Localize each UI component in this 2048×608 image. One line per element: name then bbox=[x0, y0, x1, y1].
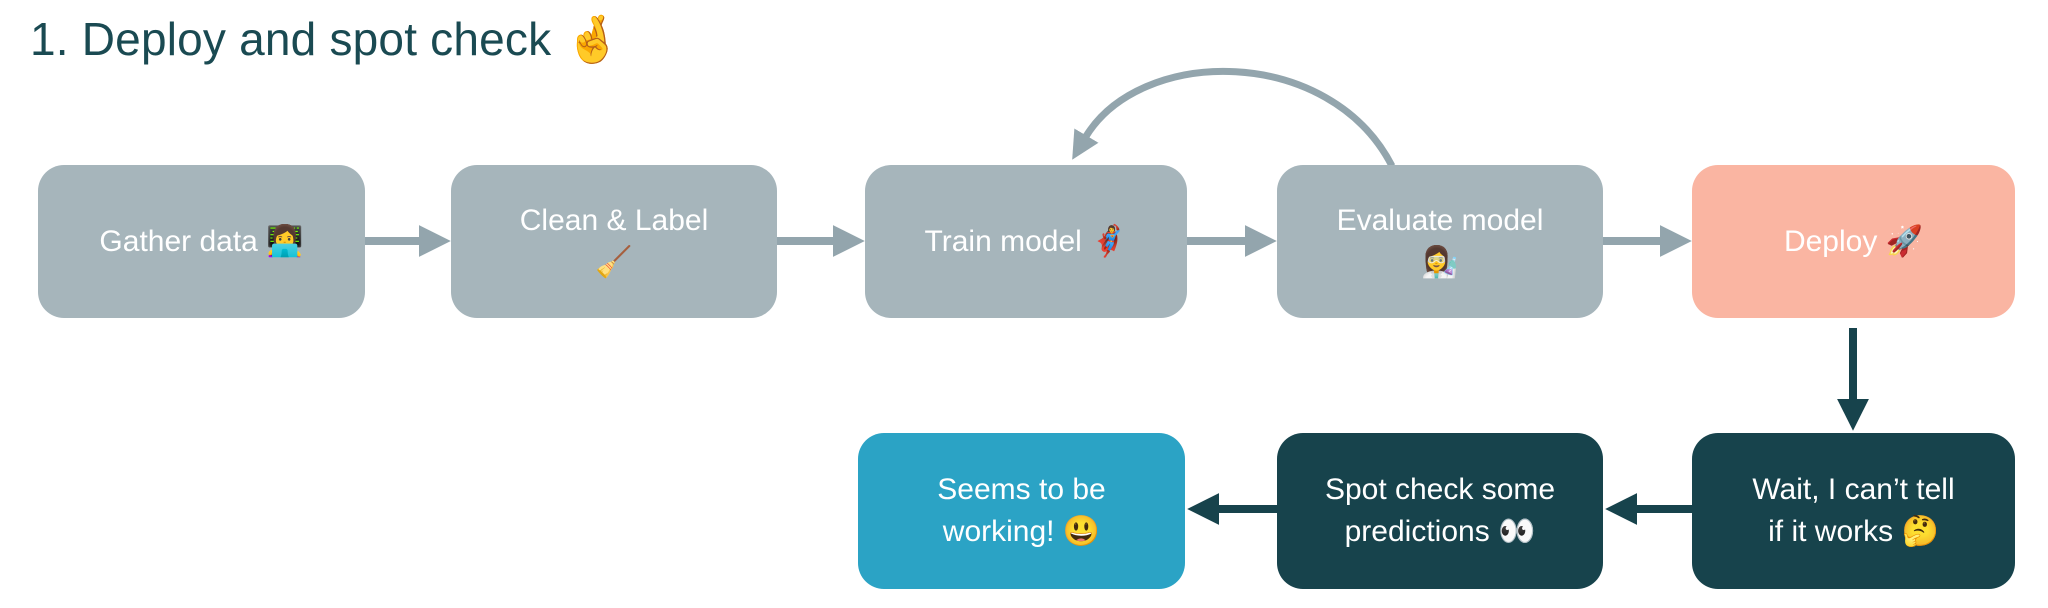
node-label: Deploy 🚀 bbox=[1783, 224, 1924, 258]
node-label: Train model 🦸‍♀️ bbox=[924, 224, 1128, 258]
node-label: predictions 👀 bbox=[1344, 515, 1536, 548]
flow-node-clean-label: Clean & Label 🧹 bbox=[451, 165, 777, 318]
node-label: Evaluate model bbox=[1336, 203, 1544, 237]
flow-node-train-model: Train model 🦸‍♀️ bbox=[865, 165, 1187, 318]
node-label: Gather data 👩‍💻 bbox=[99, 224, 304, 258]
node-label: Seems to be bbox=[937, 473, 1106, 506]
node-label: if it works 🤔 bbox=[1768, 515, 1939, 548]
node-label: Spot check some bbox=[1324, 473, 1556, 506]
node-label: Clean & Label bbox=[519, 203, 709, 237]
node-label: working! 😃 bbox=[942, 515, 1101, 548]
flow-node-cant-tell-if-works: Wait, I can’t tell if it works 🤔 bbox=[1692, 433, 2015, 589]
scientist-emoji-icon: 👩‍🔬 bbox=[1421, 245, 1459, 279]
flow-node-gather-data: Gather data 👩‍💻 bbox=[38, 165, 365, 318]
node-label: Wait, I can’t tell bbox=[1752, 473, 1955, 506]
arrow-evaluate-back-to-train bbox=[1072, 67, 1396, 168]
page-title: 1. Deploy and spot check 🤞 bbox=[30, 13, 622, 65]
broom-emoji-icon: 🧹 bbox=[595, 245, 633, 279]
flow-node-deploy: Deploy 🚀 bbox=[1692, 165, 2015, 318]
flow-node-spot-check-predictions: Spot check some predictions 👀 bbox=[1277, 433, 1603, 589]
flow-node-evaluate-model: Evaluate model 👩‍🔬 bbox=[1277, 165, 1603, 318]
flow-node-seems-to-be-working: Seems to be working! 😃 bbox=[858, 433, 1185, 589]
